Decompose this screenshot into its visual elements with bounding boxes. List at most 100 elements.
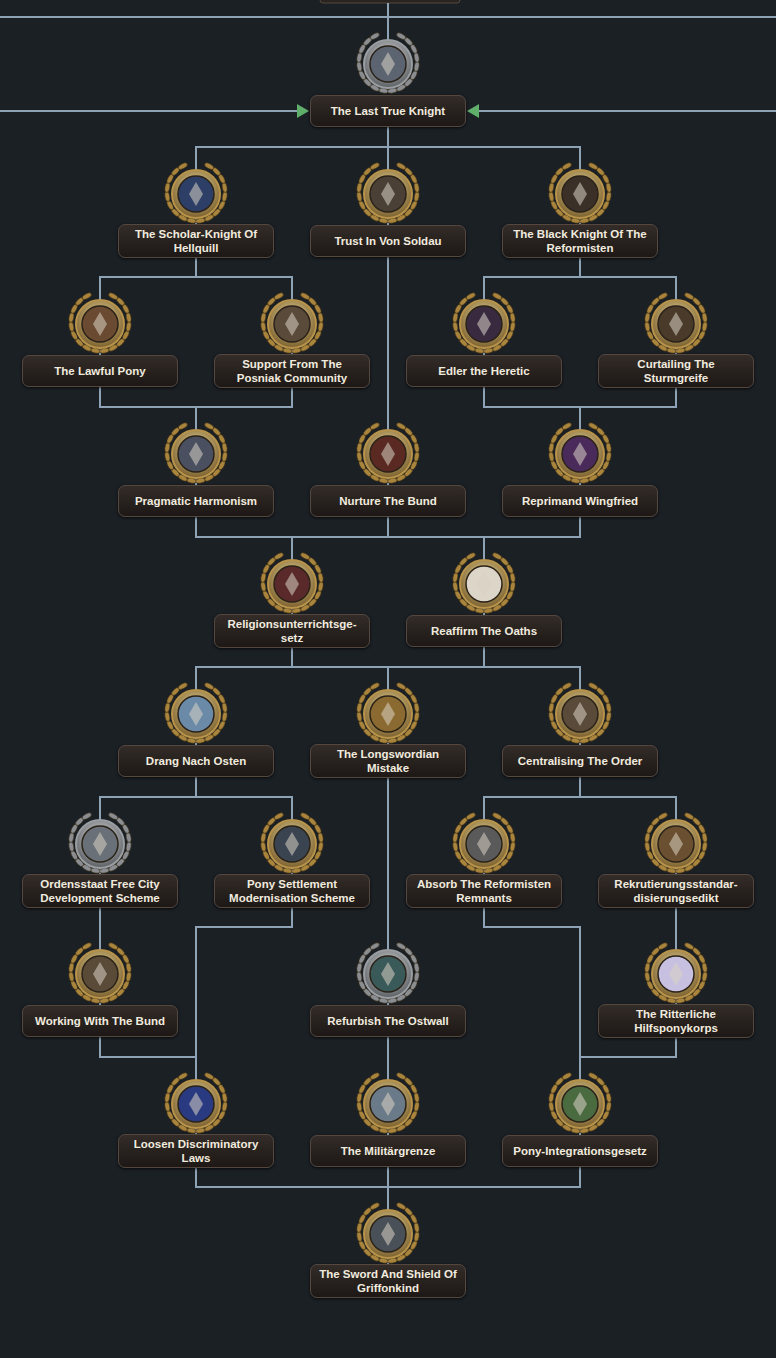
laurel-leaf xyxy=(701,962,707,973)
focus-label: Centralising The Order xyxy=(518,754,643,768)
icon-ring xyxy=(364,690,412,738)
icon-ring xyxy=(652,300,700,348)
icon-face xyxy=(658,306,694,342)
laurel-leaf xyxy=(177,1072,188,1081)
focus-plate: Pragmatic Harmonism xyxy=(118,485,274,517)
laurel-leaf xyxy=(548,442,554,453)
laurel-leaf xyxy=(492,292,503,301)
laurel-leaf xyxy=(413,52,419,63)
focus-icon xyxy=(548,1072,612,1134)
icon-face xyxy=(466,306,502,342)
laurel-leaf xyxy=(413,442,419,453)
laurel-leaf xyxy=(465,812,476,821)
laurel-leaf xyxy=(369,32,380,41)
focus-plate: Working With The Bund xyxy=(22,1005,178,1037)
icon-glyph xyxy=(573,1092,587,1116)
laurel-leaf xyxy=(492,552,503,561)
laurel-leaf xyxy=(273,552,284,561)
focus-icon xyxy=(548,162,612,224)
icon-ring xyxy=(268,820,316,868)
exclusive-marker xyxy=(467,104,479,118)
icon-glyph xyxy=(477,832,491,856)
focus-icon xyxy=(356,682,420,744)
cut-plate xyxy=(320,0,460,3)
laurel-leaf xyxy=(108,942,119,951)
laurel-leaf xyxy=(684,812,695,821)
icon-glyph xyxy=(189,1092,203,1116)
focus-plate: Rekrutierungsstandar- disierungsedikt xyxy=(598,874,754,908)
icon-ring xyxy=(76,950,124,998)
laurel-leaf xyxy=(605,1092,611,1103)
laurel-leaf xyxy=(317,321,323,332)
laurel-leaf xyxy=(644,312,650,323)
icon-glyph xyxy=(669,312,683,336)
laurel-leaf xyxy=(317,841,323,852)
laurel-leaf xyxy=(413,191,419,202)
exclusive-marker xyxy=(297,104,309,118)
focus-label: Edler the Heretic xyxy=(438,364,529,378)
laurel-leaf xyxy=(548,711,554,722)
focus-icon xyxy=(356,162,420,224)
icon-face xyxy=(658,826,694,862)
laurel-leaf xyxy=(125,971,131,982)
icon-glyph xyxy=(573,442,587,466)
laurel-leaf xyxy=(588,422,599,431)
laurel-leaf xyxy=(509,312,515,323)
laurel-leaf xyxy=(396,1072,407,1081)
prerequisite-line xyxy=(196,647,484,745)
icon-glyph xyxy=(381,442,395,466)
focus-plate: Absorb The Reformisten Remnants xyxy=(406,874,562,908)
exclusive-line xyxy=(478,110,776,112)
laurel-leaf xyxy=(605,711,611,722)
laurel-leaf xyxy=(657,942,668,951)
laurel-leaf xyxy=(452,321,458,332)
laurel-leaf xyxy=(164,442,170,453)
laurel-leaf xyxy=(605,182,611,193)
laurel-leaf xyxy=(452,841,458,852)
icon-face xyxy=(370,46,406,82)
focus-label: The Militärgrenze xyxy=(341,1144,436,1158)
focus-label: Rekrutierungsstandar- disierungsedikt xyxy=(605,877,747,905)
laurel-leaf xyxy=(369,682,380,691)
laurel-leaf xyxy=(108,292,119,301)
focus-plate: The Black Knight Of The Reformisten xyxy=(502,224,658,258)
icon-ring xyxy=(76,300,124,348)
prerequisite-line xyxy=(388,1167,580,1264)
laurel-leaf xyxy=(260,312,266,323)
icon-ring xyxy=(460,300,508,348)
laurel-leaf xyxy=(413,711,419,722)
icon-face xyxy=(370,1216,406,1252)
icon-ring xyxy=(364,40,412,88)
laurel-leaf xyxy=(164,1092,170,1103)
icon-face xyxy=(562,1086,598,1122)
icon-ring xyxy=(172,690,220,738)
laurel-leaf xyxy=(452,832,458,843)
laurel-leaf xyxy=(396,32,407,41)
focus-plate: The Scholar-Knight Of Hellquill xyxy=(118,224,274,258)
laurel-leaf xyxy=(369,422,380,431)
icon-ring xyxy=(364,1080,412,1128)
focus-plate: The Sword And Shield Of Griffonkind xyxy=(310,1264,466,1298)
laurel-leaf xyxy=(588,682,599,691)
focus-label: The Ritterliche Hilfsponykorps xyxy=(605,1007,747,1035)
laurel-leaf xyxy=(465,552,476,561)
focus-label: The Black Knight Of The Reformisten xyxy=(509,227,651,255)
focus-label: Religionsunterrichtsge- setz xyxy=(221,617,363,645)
laurel-leaf xyxy=(273,292,284,301)
laurel-leaf xyxy=(413,1231,419,1242)
laurel-leaf xyxy=(260,832,266,843)
laurel-leaf xyxy=(548,1101,554,1112)
laurel-leaf xyxy=(125,832,131,843)
laurel-leaf xyxy=(396,162,407,171)
icon-face xyxy=(466,826,502,862)
laurel-leaf xyxy=(221,182,227,193)
focus-label: The Scholar-Knight Of Hellquill xyxy=(125,227,267,255)
laurel-leaf xyxy=(605,451,611,462)
focus-label: The Sword And Shield Of Griffonkind xyxy=(317,1267,459,1295)
focus-label: Trust In Von Soldau xyxy=(334,234,441,248)
icon-ring xyxy=(460,560,508,608)
laurel-leaf xyxy=(164,1101,170,1112)
focus-icon xyxy=(164,422,228,484)
focus-plate: Loosen Discriminatory Laws xyxy=(118,1134,274,1168)
